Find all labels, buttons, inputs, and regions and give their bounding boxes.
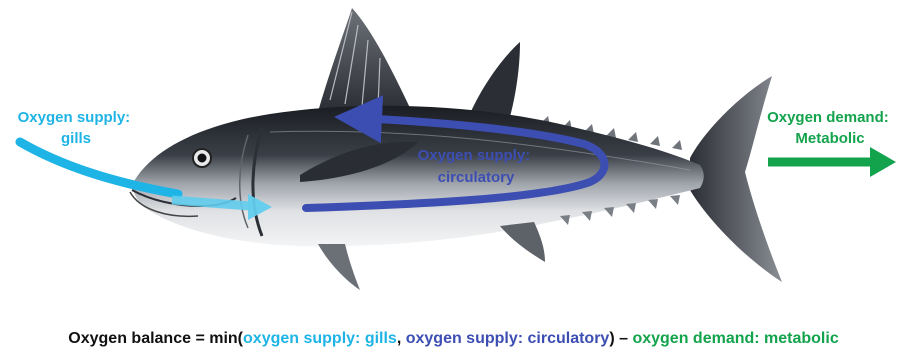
- equation-separator: ,: [397, 330, 406, 347]
- equation-prefix: Oxygen balance = min(: [68, 330, 243, 347]
- equation-demand-term: oxygen demand: metabolic: [632, 330, 838, 347]
- oxygen-balance-equation: Oxygen balance = min(oxygen supply: gill…: [0, 330, 907, 348]
- equation-circulatory-term: oxygen supply: circulatory: [406, 330, 610, 347]
- pelvic-fin: [318, 244, 360, 290]
- dorsal-fin: [318, 8, 410, 112]
- demand-label: Oxygen demand: Metabolic: [767, 109, 893, 147]
- gills-label: Oxygen supply: gills: [18, 109, 135, 147]
- equation-gills-term: oxygen supply: gills: [243, 330, 397, 347]
- gill-arrow-shaft: [172, 200, 250, 206]
- equation-close: ) –: [609, 330, 632, 347]
- demand-arrow-icon: [870, 147, 896, 177]
- fish-body: [132, 106, 704, 247]
- tail-fin: [690, 76, 782, 282]
- anal-fin: [500, 222, 545, 262]
